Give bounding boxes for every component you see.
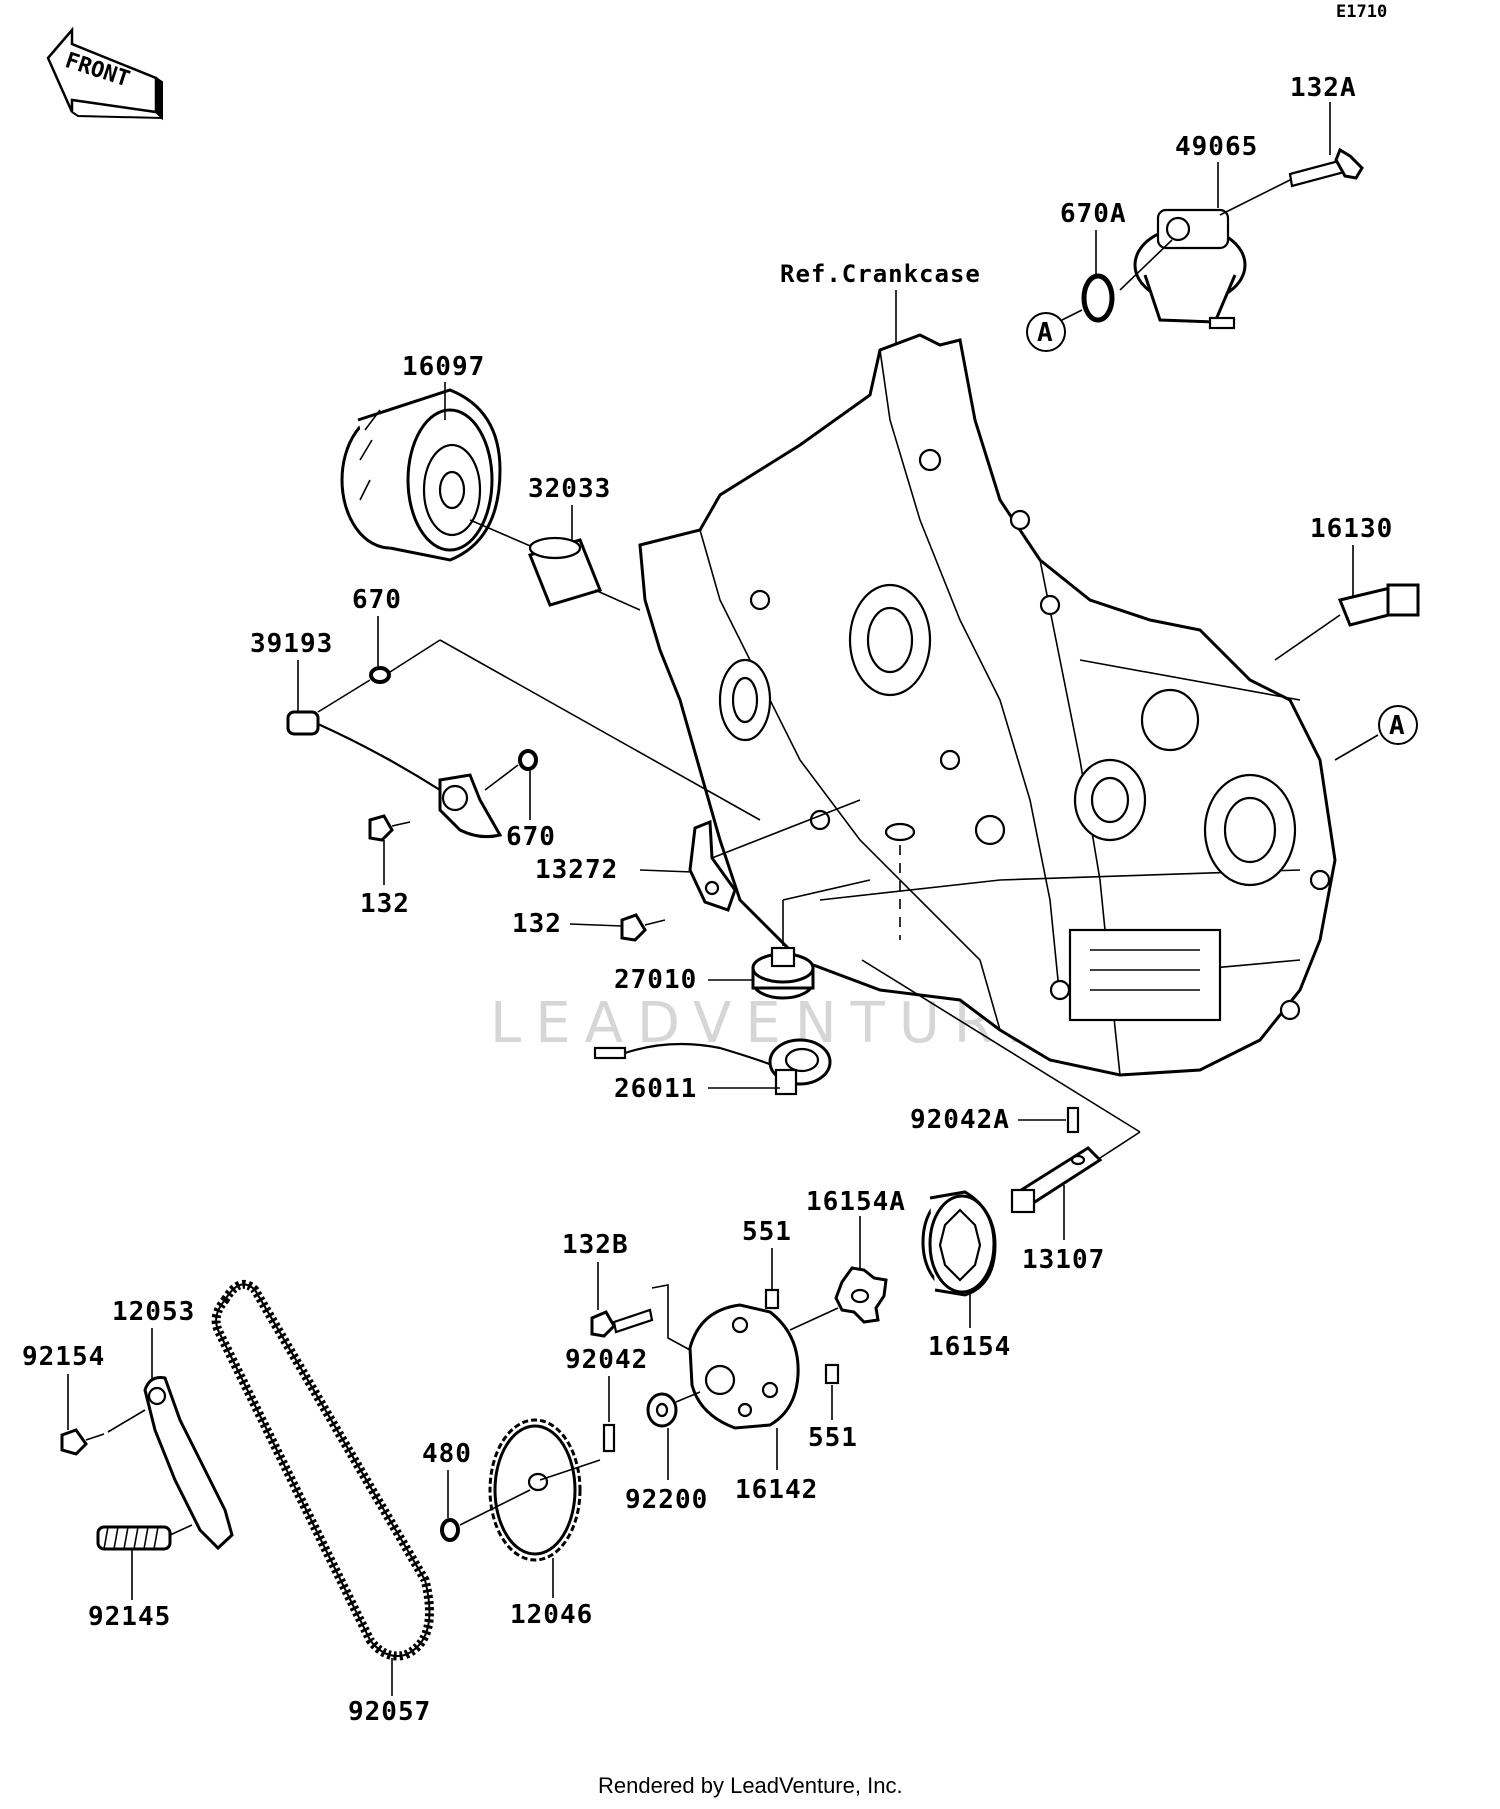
label-16097: 16097 bbox=[402, 352, 485, 382]
part-92057-illustration bbox=[211, 1279, 434, 1661]
part-551-top-illustration bbox=[764, 1288, 780, 1310]
marker-a-top bbox=[1026, 312, 1066, 352]
part-132B-illustration bbox=[590, 1308, 654, 1338]
label-480: 480 bbox=[422, 1439, 472, 1469]
label-92042: 92042 bbox=[565, 1345, 648, 1375]
part-480-illustration bbox=[440, 1518, 460, 1542]
marker-a-top-label: A bbox=[1037, 318, 1054, 348]
label-132-left: 132 bbox=[360, 889, 410, 919]
part-49065-illustration bbox=[1133, 208, 1247, 330]
label-670A: 670A bbox=[1060, 199, 1127, 229]
label-92042A: 92042A bbox=[910, 1105, 1010, 1135]
part-13272-illustration bbox=[688, 819, 737, 912]
label-12046: 12046 bbox=[510, 1600, 593, 1630]
label-39193: 39193 bbox=[250, 629, 333, 659]
label-16142: 16142 bbox=[735, 1475, 818, 1505]
part-92154-illustration bbox=[60, 1428, 105, 1456]
part-16097-illustration bbox=[340, 388, 502, 562]
part-670-mid-illustration bbox=[518, 749, 538, 771]
diagram-code: E1710 bbox=[1336, 2, 1387, 22]
footer-credit: Rendered by LeadVenture, Inc. bbox=[598, 1773, 903, 1798]
part-12053-illustration bbox=[143, 1376, 234, 1551]
part-551-bot-illustration bbox=[824, 1363, 840, 1385]
part-39193-illustration bbox=[286, 710, 503, 839]
label-13107: 13107 bbox=[1022, 1245, 1105, 1275]
part-16154-illustration bbox=[921, 1190, 997, 1297]
part-13107-illustration bbox=[1010, 1146, 1103, 1214]
part-132A-illustration bbox=[1288, 147, 1364, 188]
part-16130-illustration bbox=[1337, 583, 1420, 627]
label-49065: 49065 bbox=[1175, 132, 1258, 162]
front-arrow-icon: FRONT bbox=[46, 26, 163, 121]
part-132-mid-illustration bbox=[620, 913, 666, 942]
part-27010-illustration bbox=[751, 946, 815, 1000]
marker-a-right-label: A bbox=[1389, 711, 1406, 741]
label-26011: 26011 bbox=[614, 1074, 697, 1104]
part-670A-illustration bbox=[1081, 273, 1115, 323]
label-92200: 92200 bbox=[625, 1485, 708, 1515]
label-92154: 92154 bbox=[22, 1342, 105, 1372]
label-132B: 132B bbox=[562, 1230, 629, 1260]
part-12046-illustration bbox=[488, 1418, 582, 1562]
label-12053: 12053 bbox=[112, 1297, 195, 1327]
label-13272: 13272 bbox=[535, 855, 618, 885]
crankcase-illustration bbox=[638, 333, 1337, 1077]
part-92042A-illustration bbox=[1066, 1106, 1080, 1134]
label-16130: 16130 bbox=[1310, 514, 1393, 544]
part-32033-illustration bbox=[527, 536, 603, 607]
label-670-mid: 670 bbox=[506, 822, 556, 852]
label-16154: 16154 bbox=[928, 1332, 1011, 1362]
label-92057: 92057 bbox=[348, 1697, 431, 1727]
label-551-top: 551 bbox=[742, 1217, 792, 1247]
ref-crankcase-label: Ref.Crankcase bbox=[780, 260, 981, 288]
part-92145-illustration bbox=[96, 1525, 172, 1551]
label-92145: 92145 bbox=[88, 1602, 171, 1632]
marker-a-right bbox=[1378, 705, 1418, 745]
part-26011-illustration bbox=[593, 1038, 832, 1096]
label-16154A: 16154A bbox=[806, 1187, 906, 1217]
part-16154A-illustration bbox=[834, 1266, 888, 1324]
part-670-top-illustration bbox=[369, 666, 391, 684]
label-132-mid: 132 bbox=[512, 909, 562, 939]
part-16142-illustration bbox=[688, 1303, 800, 1430]
label-551-bot: 551 bbox=[808, 1423, 858, 1453]
part-92042-illustration bbox=[602, 1423, 616, 1453]
part-92200-illustration bbox=[646, 1392, 678, 1428]
part-132-left-illustration bbox=[368, 814, 411, 842]
label-670-top: 670 bbox=[352, 585, 402, 615]
label-132A: 132A bbox=[1290, 73, 1357, 103]
label-27010: 27010 bbox=[614, 965, 697, 995]
label-32033: 32033 bbox=[528, 474, 611, 504]
watermark: LEADVENTURE bbox=[490, 991, 1056, 1056]
